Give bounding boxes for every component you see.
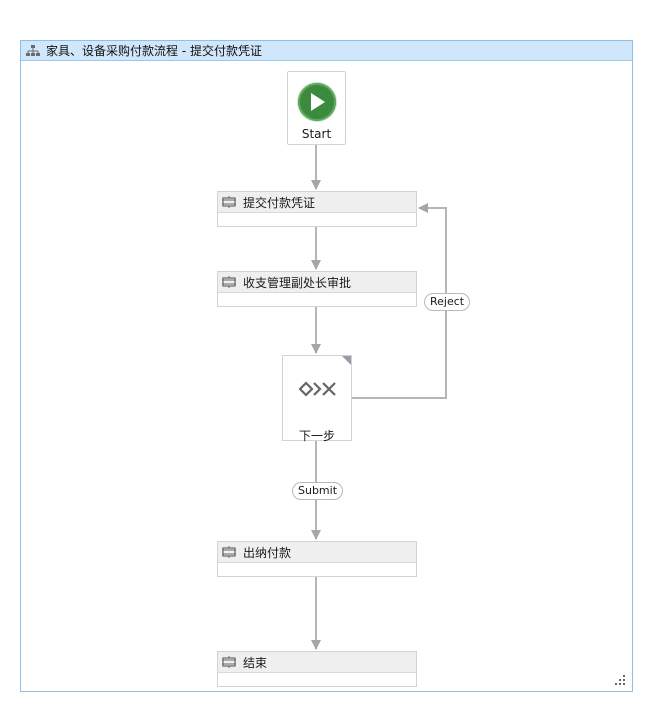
activity-submit-voucher[interactable]: 提交付款凭证 [217,191,417,227]
decision-icon [299,381,336,397]
activity-label: 收支管理副处长审批 [243,275,352,290]
activity-label: 提交付款凭证 [243,195,316,210]
start-node[interactable]: Start [287,71,346,145]
resize-grip-icon[interactable] [615,675,627,687]
activity-label: 出纳付款 [243,545,292,560]
play-icon [298,83,336,121]
decision-label: 下一步 [298,429,335,443]
decision-node[interactable]: 下一步 [282,355,352,443]
workflow-designer: 家具、设备采购付款流程 - 提交付款凭证 [20,40,633,692]
workflow-title: 家具、设备采购付款流程 - 提交付款凭证 [46,44,262,58]
start-label: Start [301,127,332,141]
designer-header[interactable]: 家具、设备采购付款流程 - 提交付款凭证 [21,41,632,61]
activity-icon [221,655,237,669]
activity-icon [221,545,237,559]
activity-icon [221,195,237,209]
activity-cashier-payment[interactable]: 出纳付款 [217,541,417,577]
flowchart-icon [24,43,42,59]
transition-label-submit[interactable]: Submit [292,482,344,500]
corner-fold-icon [342,356,351,365]
activity-icon [221,275,237,289]
activity-label: 结束 [243,655,268,670]
activity-end[interactable]: 结束 [217,651,417,687]
activity-deputy-approval[interactable]: 收支管理副处长审批 [217,271,417,307]
transition-label-reject[interactable]: Reject [424,293,471,311]
